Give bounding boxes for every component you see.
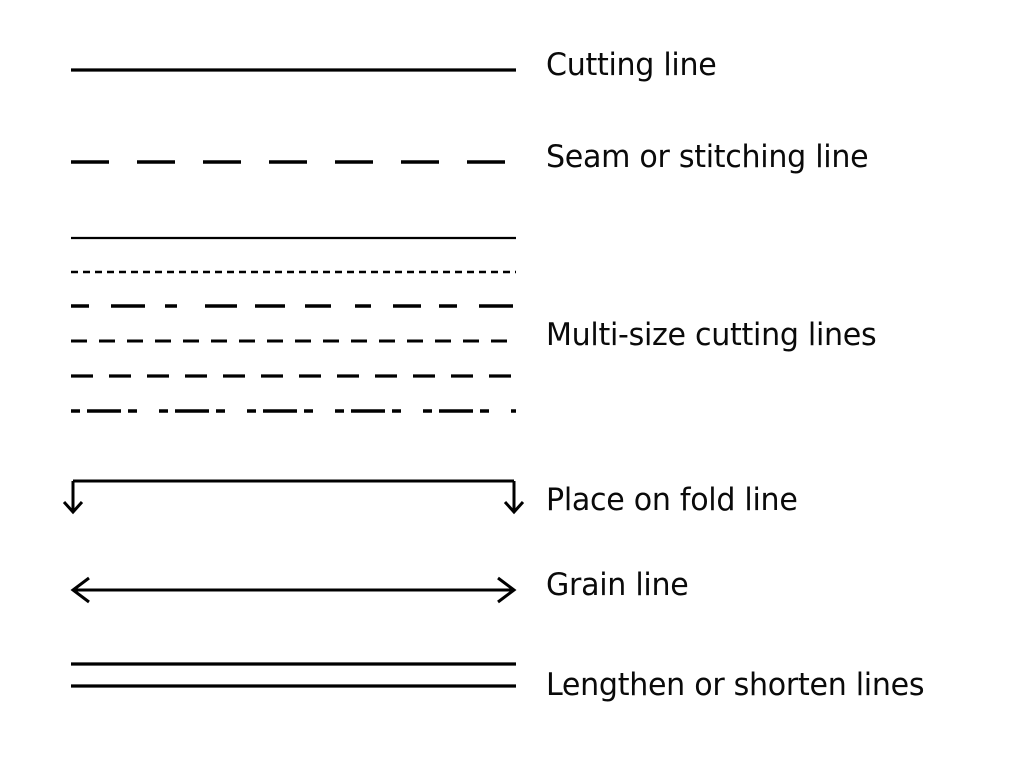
multi-size-row-fine-dash [71,269,516,275]
legend-label-grain-line: Grain line [546,567,689,603]
legend-label-cutting-line: Cutting line [546,47,717,83]
multi-size-row-medium-long-dash [71,373,516,379]
legend-label-place-on-fold-line: Place on fold line [546,482,798,518]
multi-size-row-medium-dash [71,338,516,344]
symbol-grain-line [70,573,517,607]
symbol-seam-line [71,147,516,177]
legend-label-multi-size-cutting-lines: Multi-size cutting lines [546,317,877,353]
symbol-lengthen-or-shorten-lines [71,660,516,696]
multi-size-row-dash-dot-dash [71,408,516,414]
symbol-cutting-line [71,55,516,85]
legend-label-lengthen-or-shorten-lines: Lengthen or shorten lines [546,667,925,703]
symbol-place-on-fold-line [62,478,525,523]
legend-label-seam-line: Seam or stitching line [546,139,869,175]
multi-size-row-irregular-dash [71,303,516,309]
multi-size-row-solid [71,235,516,241]
